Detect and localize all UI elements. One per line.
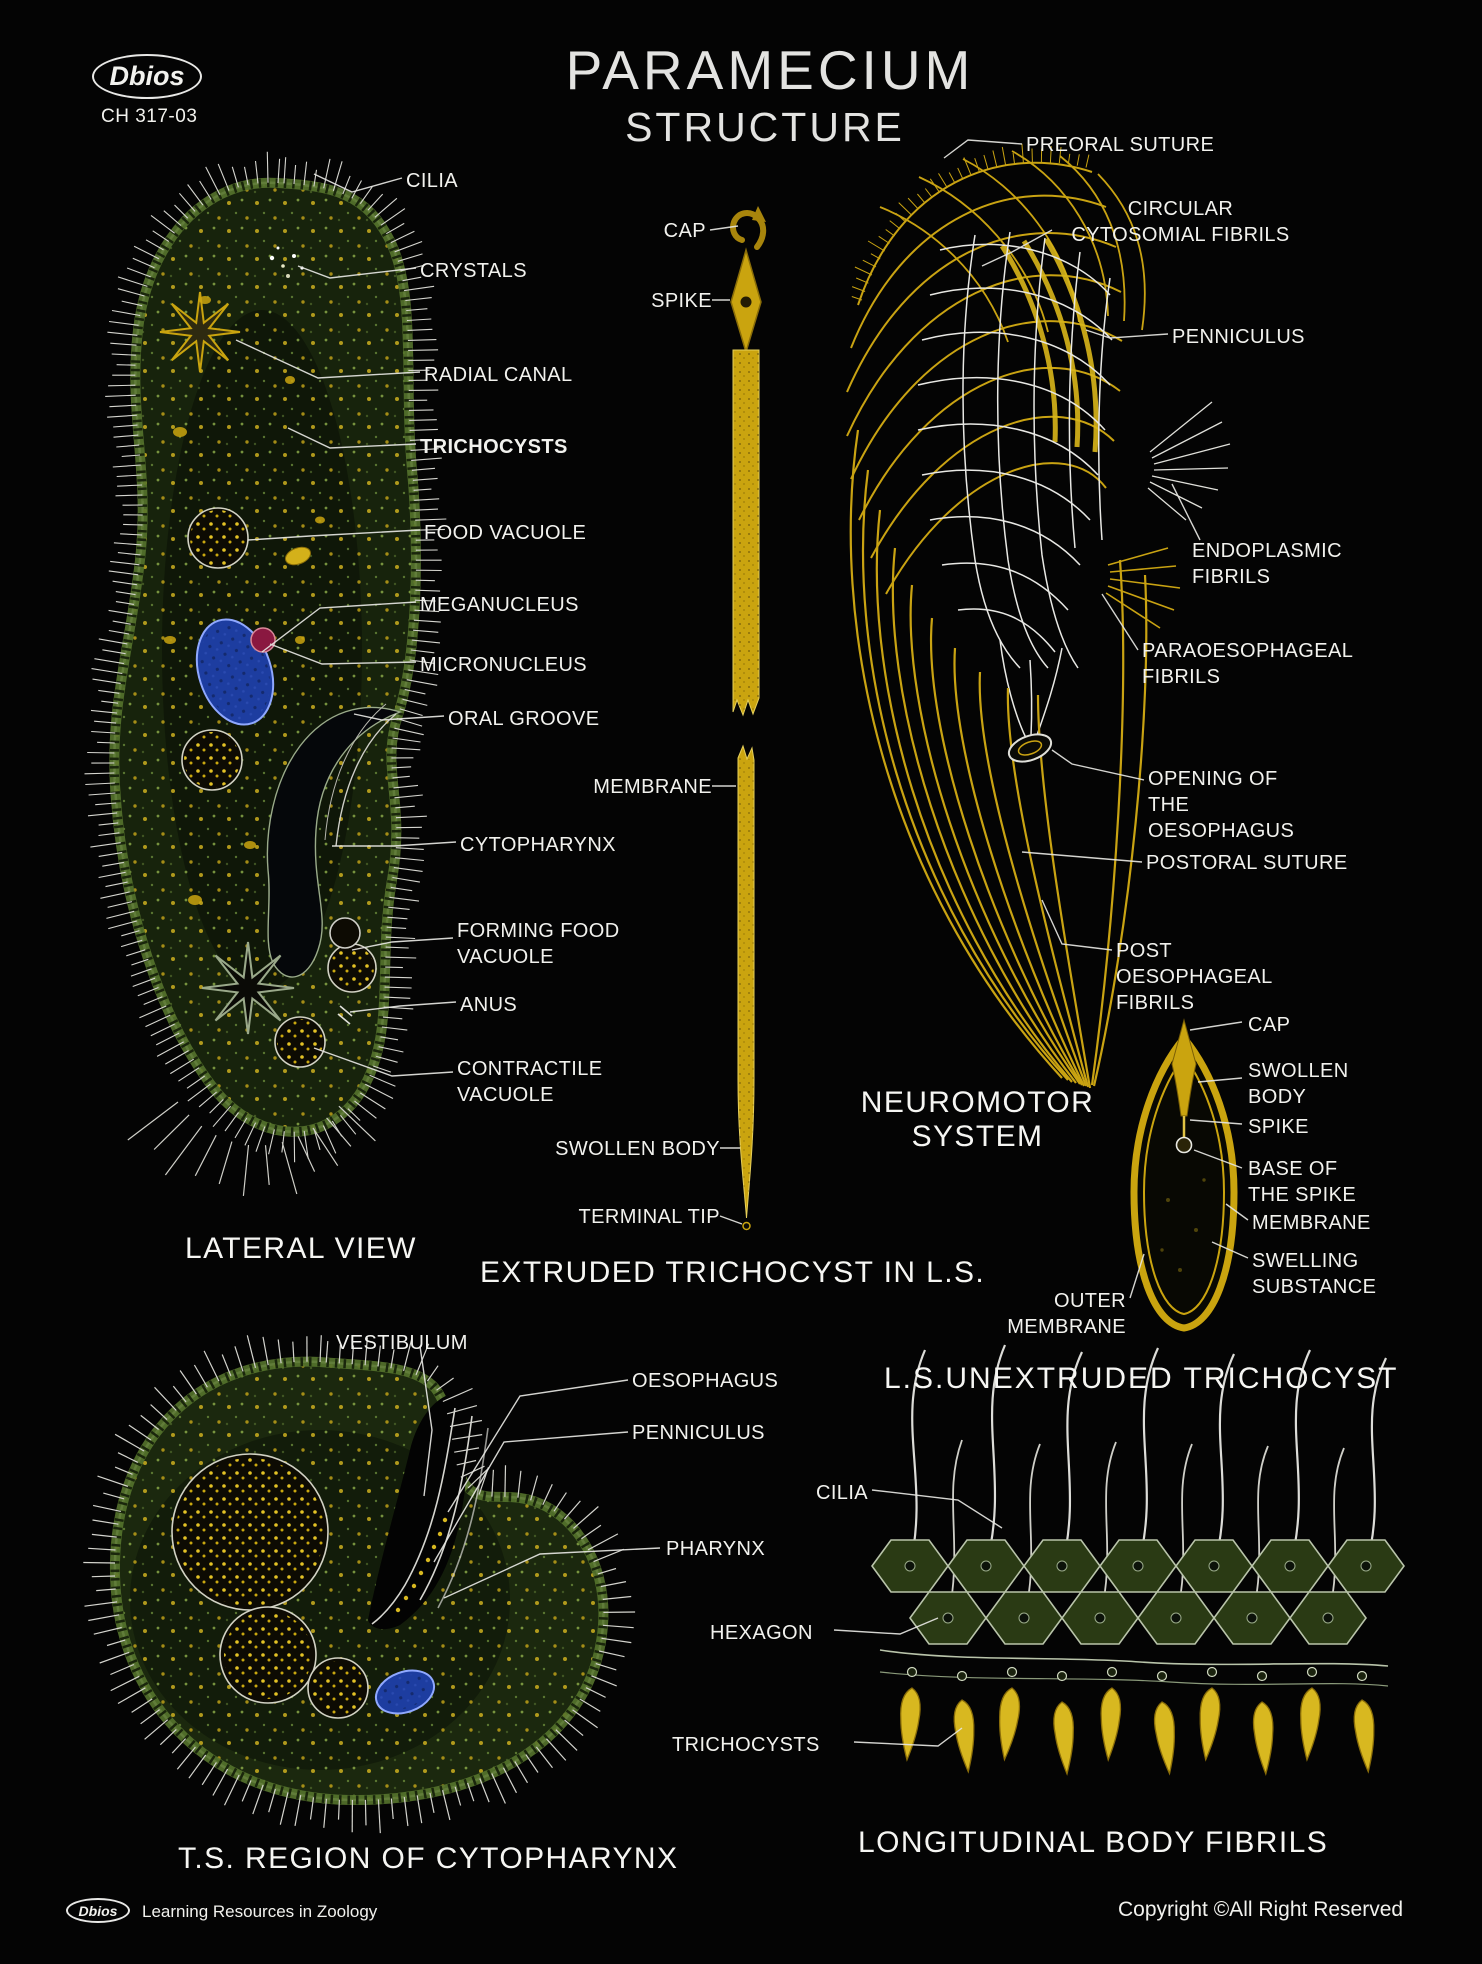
ts-cytopharynx-illustration — [83, 1335, 635, 1833]
caption-neuromotor-system: NEUROMOTOR SYSTEM — [860, 1086, 1095, 1154]
chart-code: CH 317-03 — [101, 106, 197, 128]
extruded-trichocyst-illustration — [731, 206, 766, 1230]
label-un-swollen-body: SWOLLEN BODY — [1248, 1058, 1353, 1110]
longitudinal-fibrils-illustration — [872, 1345, 1404, 1775]
label-un-cap: CAP — [1248, 1012, 1290, 1038]
label-trichocysts: TRICHOCYSTS — [420, 434, 568, 460]
label-preoral-suture: PREORAL SUTURE — [1026, 132, 1214, 158]
label-opening-of-the-oesophagus: OPENING OF THE OESOPHAGUS — [1148, 766, 1320, 844]
label-outer-membrane: OUTER MEMBRANE — [1004, 1288, 1126, 1340]
caption-lateral-view: LATERAL VIEW — [185, 1232, 417, 1266]
label-un-membrane: MEMBRANE — [1252, 1210, 1371, 1236]
label-vestibulum: VESTIBULUM — [336, 1330, 468, 1356]
label-penniculus: PENNICULUS — [1172, 324, 1305, 350]
label-base-of-the-spike: BASE OF THE SPIKE — [1248, 1156, 1383, 1208]
label-paraoesophageal-fibrils: PARAOESOPHAGEAL FIBRILS — [1142, 638, 1337, 690]
label-pharynx: PHARYNX — [666, 1536, 765, 1562]
poster-subtitle: STRUCTURE — [415, 104, 1115, 151]
label-contractile-vacuole: CONTRACTILE VACUOLE — [457, 1056, 602, 1108]
label-un-spike: SPIKE — [1248, 1114, 1309, 1140]
label-ex-spike: SPIKE — [651, 288, 712, 314]
caption-unextruded-trichocyst: L.S.UNEXTRUDED TRICHOCYST — [884, 1362, 1399, 1396]
caption-longitudinal-fibrils: LONGITUDINAL BODY FIBRILS — [858, 1826, 1328, 1860]
label-micronucleus: MICRONUCLEUS — [420, 652, 587, 678]
label-swelling-substance: SWELLING SUBSTANCE — [1252, 1248, 1382, 1300]
brand-logo: Dbios — [92, 54, 202, 99]
footer-brand-logo: Dbios — [66, 1898, 130, 1923]
label-food-vacuole: FOOD VACUOLE — [424, 520, 586, 546]
label-cilia: CILIA — [406, 168, 458, 194]
label-oesophagus: OESOPHAGUS — [632, 1368, 778, 1394]
poster-title: PARAMECIUM — [420, 38, 1120, 102]
label-endoplasmic-fibrils: ENDOPLASMIC FIBRILS — [1192, 538, 1337, 590]
label-ex-swollen-body: SWOLLEN BODY — [555, 1136, 720, 1162]
label-lf-trichocysts: TRICHOCYSTS — [672, 1732, 820, 1758]
label-ex-membrane: MEMBRANE — [593, 774, 712, 800]
label-ex-cap: CAP — [664, 218, 706, 244]
caption-ts-cytopharynx: T.S. REGION OF CYTOPHARYNX — [178, 1842, 678, 1876]
label-ts-penniculus: PENNICULUS — [632, 1420, 765, 1446]
label-circular-cytosomial-fibrils: CIRCULAR CYTOSOMIAL FIBRILS — [1058, 196, 1303, 248]
label-post-oesophageal-fibrils: POST OESOPHAGEAL FIBRILS — [1116, 938, 1321, 1016]
footer-tagline: Learning Resources in Zoology — [142, 1902, 377, 1922]
label-meganucleus: MEGANUCLEUS — [420, 592, 579, 618]
label-ex-terminal-tip: TERMINAL TIP — [579, 1204, 721, 1230]
label-hexagon: HEXAGON — [710, 1620, 813, 1646]
label-cytopharynx: CYTOPHARYNX — [460, 832, 616, 858]
label-anus: ANUS — [460, 992, 517, 1018]
caption-extruded-trichocyst: EXTRUDED TRICHOCYST IN L.S. — [480, 1256, 985, 1290]
label-crystals: CRYSTALS — [420, 258, 527, 284]
footer-copyright: Copyright ©All Right Reserved — [1118, 1898, 1403, 1922]
lateral-view-illustration — [85, 152, 447, 1196]
label-postoral-suture: POSTORAL SUTURE — [1146, 850, 1348, 876]
label-lf-cilia: CILIA — [816, 1480, 868, 1506]
label-radial-canal: RADIAL CANAL — [424, 362, 573, 388]
label-oral-groove: ORAL GROOVE — [448, 706, 599, 732]
label-forming-food-vacuole: FORMING FOOD VACUOLE — [457, 918, 622, 970]
unextruded-trichocyst-illustration — [1134, 1020, 1234, 1328]
